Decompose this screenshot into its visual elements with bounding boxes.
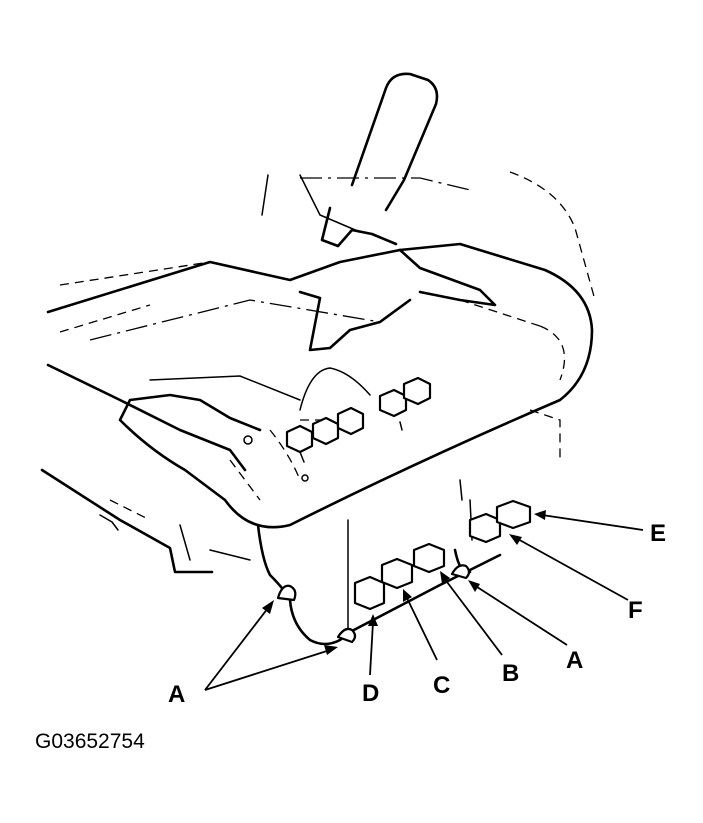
lower-connector-harness <box>256 479 532 646</box>
connector-f <box>468 512 502 544</box>
callout-a-left: A <box>168 681 185 708</box>
callout-f: F <box>628 597 643 624</box>
connector-c <box>380 557 414 590</box>
callout-arrows <box>204 510 644 691</box>
clip-a-left-1 <box>276 584 297 602</box>
seat-cushion-frame <box>40 242 594 574</box>
callout-a-right: A <box>566 647 583 674</box>
connector-e <box>495 499 532 530</box>
callout-e: E <box>650 520 666 547</box>
clip-a-left-2 <box>336 627 357 644</box>
callout-b: B <box>502 660 519 687</box>
seat-back-outline <box>261 72 596 301</box>
callout-c: C <box>433 672 450 699</box>
figure-code: G03652754 <box>35 730 145 753</box>
callout-d: D <box>362 680 379 707</box>
connector-b <box>412 542 446 574</box>
clip-a-right <box>450 564 471 580</box>
connector-d <box>353 575 386 611</box>
upper-switch-cluster <box>285 367 432 463</box>
